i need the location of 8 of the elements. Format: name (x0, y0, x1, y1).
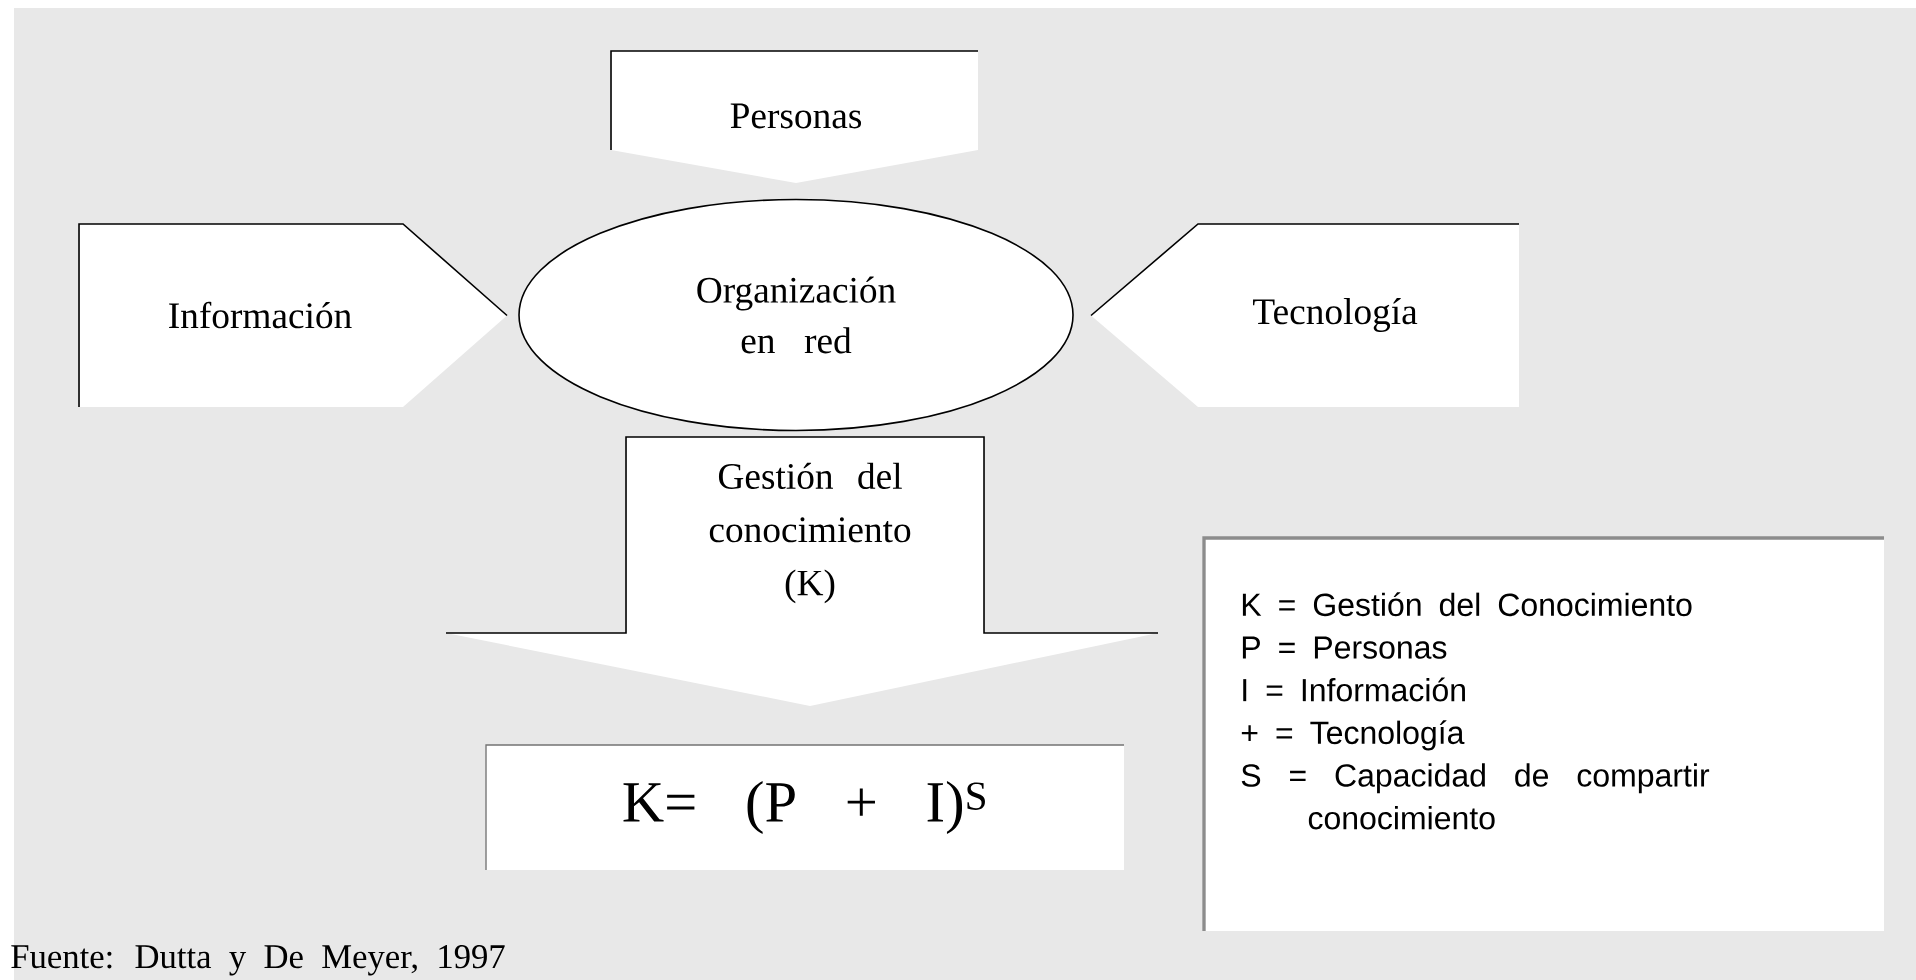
arrow-box: Tecnología (1090, 223, 1520, 407)
source-note: Fuente: Dutta y De Meyer, 1997 (11, 945, 505, 976)
arrow-box: Personas (610, 50, 979, 183)
ellipse-node: Organización en red (518, 198, 1074, 432)
arrow-box: Información (78, 223, 508, 408)
arrow-box: Gestión del conocimiento (K) (445, 436, 1159, 706)
formula-box: K= (P + I)$^{S}$ (485, 744, 1125, 871)
key-box: K = Gestión del Conocimiento P = Personas I = Información + = Tecnología S = Capacidad de compartir conocimiento (1202, 536, 1884, 931)
